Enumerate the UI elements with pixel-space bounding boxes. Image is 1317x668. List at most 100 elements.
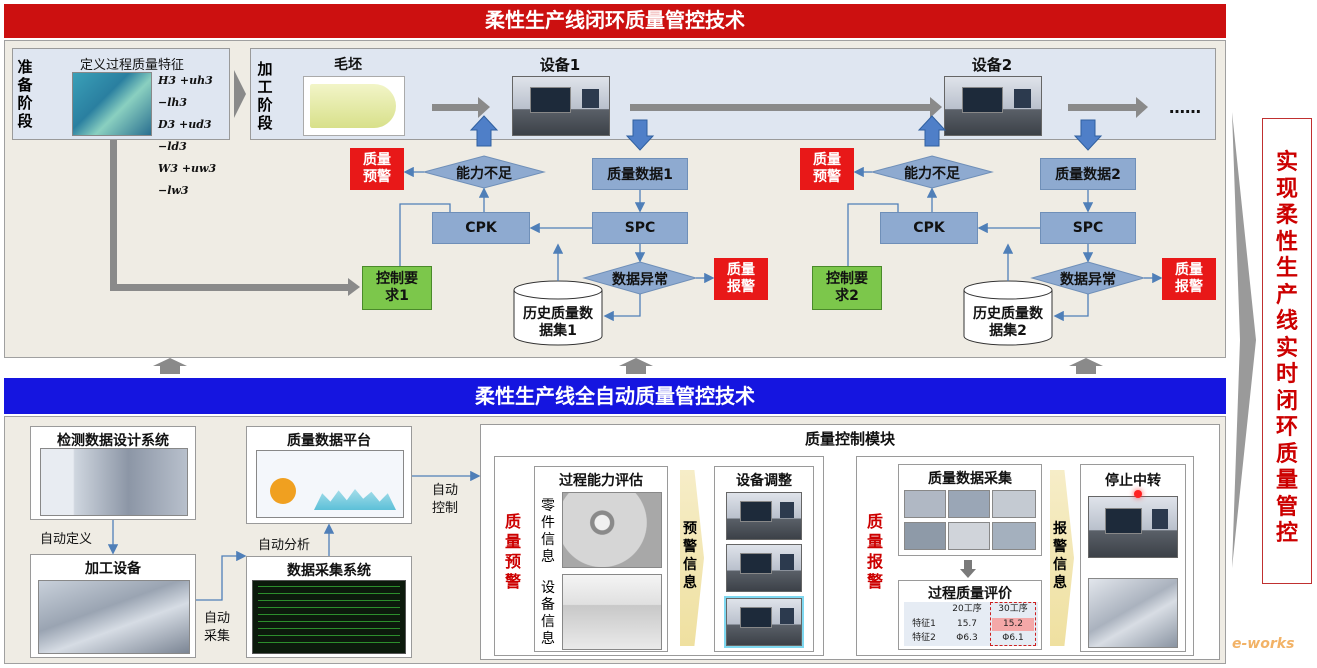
table-row-0-label: 特征1: [912, 619, 936, 629]
quality-alarm-vlabel: 质量报警: [866, 512, 883, 591]
table-header-1: 20工序: [952, 604, 982, 614]
gray-arrows: [110, 97, 1148, 296]
table-header-2: 30工序: [998, 604, 1028, 614]
history-cylinder-1: [513, 280, 603, 346]
top-banner: 柔性生产线闭环质量管控技术: [4, 4, 1226, 38]
stop-transfer-label: 停止中转: [1105, 473, 1161, 489]
formula-d: D3 +ud3 −ld3: [158, 118, 212, 153]
part-info-vlabel: 零件信息: [541, 498, 555, 565]
adjust-machine-1: [726, 492, 802, 540]
control-req-1: 控制要求1: [362, 266, 432, 310]
inspect-system-image: [40, 448, 188, 516]
device-image: [562, 574, 662, 650]
part-image: [562, 492, 662, 568]
history-label-2: 历史质量数据集2: [973, 306, 1043, 339]
alarm-lamp: [1134, 490, 1142, 498]
quality-alert-2: 质量预警: [800, 148, 854, 190]
quality-data-2: 质量数据2: [1040, 158, 1136, 190]
collection-img-5: [948, 522, 990, 550]
process-equipment-label: 加工设备: [85, 561, 141, 577]
bottom-banner: 柔性生产线全自动质量管控技术: [4, 378, 1226, 414]
device-info-vlabel: 设备信息: [541, 580, 555, 647]
auto-control-label: 自动控制: [432, 483, 459, 516]
adjust-machine-3: [724, 596, 804, 648]
thin-connectors-2: [847, 166, 1163, 322]
process-equipment-image: [38, 580, 190, 654]
insufficient-label-1: 能力不足: [456, 166, 512, 182]
right-chevron: [1232, 112, 1256, 568]
blank-label: 毛坯: [334, 57, 362, 73]
quality-alert-1: 质量预警: [350, 148, 404, 190]
quality-platform-label: 质量数据平台: [287, 433, 371, 449]
table-highlight: [990, 602, 1036, 646]
acquisition-system-label: 数据采集系统: [287, 563, 371, 579]
cpk-2: CPK: [880, 212, 978, 244]
collection-img-3: [992, 490, 1036, 518]
define-quality-label: 定义过程质量特征: [79, 58, 184, 73]
thin-connectors-1: [399, 166, 715, 322]
quality-alarm-1: 质量报警: [714, 258, 768, 300]
collection-img-1: [904, 490, 946, 518]
formula-h: H3 +uh3 −lh3: [158, 74, 213, 109]
right-title-box: [1262, 118, 1312, 584]
inspect-system-label: 检测数据设计系统: [57, 433, 169, 449]
data-collection-label: 质量数据采集: [928, 471, 1012, 487]
transfer-image: [1088, 578, 1178, 648]
eval-table: 20工序 30工序 特征1 15.7 15.2 特征2 Φ6.3 Φ6.1: [904, 602, 1038, 646]
capability-eval-label: 过程能力评估: [559, 473, 643, 489]
collection-img-2: [948, 490, 990, 518]
stop-machine: [1088, 496, 1178, 558]
collection-img-4: [904, 522, 946, 550]
terminal-lines: [258, 586, 400, 648]
anomaly-label-2: 数据异常: [1060, 272, 1116, 288]
control-module-label: 质量控制模块: [804, 430, 895, 448]
process-stage-box: [250, 48, 1216, 140]
cpk-1: CPK: [432, 212, 530, 244]
table-row-1-c2: Φ6.1: [1002, 633, 1024, 643]
device2-label: 设备2: [971, 56, 1013, 74]
table-row-0-c1: 15.7: [956, 619, 978, 629]
right-title: 实现柔性生产线实时闭环质量管控: [1275, 150, 1298, 546]
auto-analysis-label: 自动分析: [258, 538, 311, 553]
blank-shape: [310, 84, 396, 128]
formula-w: W3 +uw3 −lw3: [158, 162, 217, 197]
watermark: e-works: [1232, 636, 1295, 652]
device1-image: [512, 76, 610, 136]
alarm-info-vlabel: 报警信息: [1053, 521, 1067, 591]
quality-alarm-2: 质量报警: [1162, 258, 1216, 300]
table-row-1-label: 特征2: [912, 633, 936, 643]
history-label-1: 历史质量数据集1: [523, 306, 593, 339]
platform-pie: [270, 478, 296, 504]
spc-2: SPC: [1040, 212, 1136, 244]
auto-define-label: 自动定义: [40, 532, 93, 547]
table-row-1-c1: Φ6.3: [956, 633, 978, 643]
alert-info-vlabel: 预警信息: [683, 521, 697, 591]
stage-chevron: [234, 70, 246, 118]
part-model-image: [72, 72, 152, 136]
gray-up-arrows: [153, 358, 1103, 374]
spc-1: SPC: [592, 212, 688, 244]
formula-text: H3 +uh3 −lh3 D3 +ud3 −ld3 W3 +uw3 −lw3: [158, 70, 230, 202]
adjust-machine-2: [726, 544, 802, 592]
prep-stage-label: 准备阶段: [17, 58, 33, 130]
down-arrow: [960, 560, 976, 578]
insufficient-label-2: 能力不足: [904, 166, 960, 182]
quality-alert-vlabel: 质量预警: [504, 512, 521, 591]
device-adjust-label: 设备调整: [736, 473, 792, 489]
ellipsis-label: ……: [1169, 98, 1201, 117]
collection-img-6: [992, 522, 1036, 550]
table-row-0-c2: 15.2: [992, 618, 1034, 631]
process-stage-label: 加工阶段: [257, 60, 273, 132]
history-cylinder-2: [963, 280, 1053, 346]
device2-image: [944, 76, 1042, 136]
quality-data-1: 质量数据1: [592, 158, 688, 190]
anomaly-label-1: 数据异常: [612, 272, 668, 288]
control-req-2: 控制要求2: [812, 266, 882, 310]
auto-collect-label: 自动采集: [204, 611, 231, 644]
process-eval-label: 过程质量评价: [928, 586, 1012, 602]
blue-thick-arrows: [469, 115, 1103, 151]
device1-label: 设备1: [539, 56, 581, 74]
